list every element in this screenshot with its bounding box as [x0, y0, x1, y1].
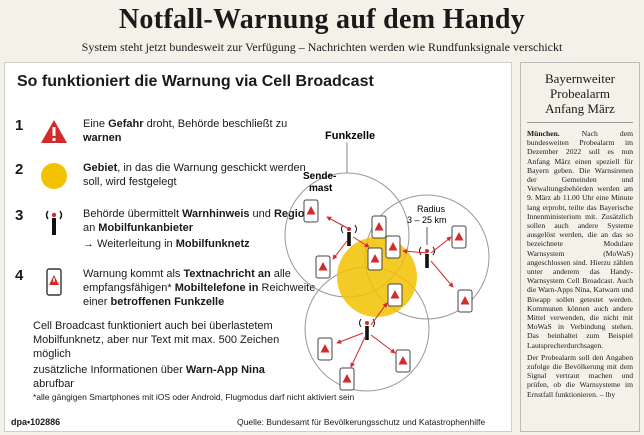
mast-label: Sende-	[303, 171, 336, 182]
phone-warning-icon	[371, 215, 387, 239]
mast-label: mast	[309, 183, 333, 194]
headline: Notfall-Warnung auf dem Handy	[118, 4, 526, 35]
cell-diagram: Funkzelle Sende- mast Radius 3 – 25 km	[284, 130, 490, 392]
step-text: Gebiet, in das die Warnung geschickt wer…	[83, 162, 306, 188]
antenna-icon	[419, 246, 435, 269]
sidebar-title: Bayernweiter Probealarm Anfang März	[544, 71, 616, 116]
phone-warning-icon	[387, 283, 403, 307]
step-number: 1	[15, 117, 24, 134]
step-text: Eine Gefahr droht, Behörde beschließt zu…	[83, 118, 288, 144]
divider	[527, 122, 633, 123]
warning-triangle-icon	[41, 120, 67, 143]
phone-warning-icon	[395, 349, 411, 373]
subheadline: System steht jetzt bundesweit zur Verfüg…	[81, 40, 563, 54]
radius-label: Radius	[417, 204, 446, 214]
phone-warning-icon	[339, 367, 355, 391]
phone-warning-icon	[451, 225, 467, 249]
phone-warning-icon	[457, 289, 473, 313]
step-text: Behörde übermittelt Warnhinweis und Regi…	[83, 208, 312, 250]
phone-warning-icon	[303, 199, 319, 223]
sidebar-paragraph: Der Probealarm soll den Angaben zufolge …	[527, 352, 633, 399]
credit: dpa•102886	[11, 417, 61, 427]
phone-warning-icon	[315, 255, 331, 279]
infographic: So funktioniert die Warnung via Cell Bro…	[4, 62, 512, 432]
antenna-icon	[341, 224, 357, 247]
phone-warning-icon	[385, 235, 401, 259]
infographic-title: So funktioniert die Warnung via Cell Bro…	[17, 73, 374, 90]
sidebar-paragraph: München. Nach dem bundesweiten Probealar…	[527, 129, 633, 350]
phone-warning-icon	[317, 337, 333, 361]
step-number: 4	[15, 267, 24, 284]
step-text: Warnung kommt als Textnachricht an alle …	[83, 268, 316, 308]
antenna-icon	[45, 210, 63, 235]
phone-warning-icon	[46, 268, 62, 296]
sidebar-article: Bayernweiter Probealarm Anfang März Münc…	[520, 62, 640, 432]
footnote: *alle gängigen Smartphones mit iOS oder …	[33, 392, 355, 402]
source: Quelle: Bundesamt für Bevölkerungsschutz…	[237, 417, 486, 427]
cell-label: Funkzelle	[325, 130, 375, 142]
radius-label: 3 – 25 km	[407, 215, 447, 225]
note-cell-broadcast: Cell Broadcast funktioniert auch bei übe…	[33, 320, 280, 360]
antenna-icon	[359, 318, 375, 341]
note-warn-app: zusätzliche Informationen über Warn-App …	[33, 364, 265, 390]
step-number: 2	[15, 161, 24, 178]
area-circle-icon	[41, 163, 67, 189]
phone-warning-icon	[367, 247, 383, 271]
step-number: 3	[15, 207, 24, 224]
